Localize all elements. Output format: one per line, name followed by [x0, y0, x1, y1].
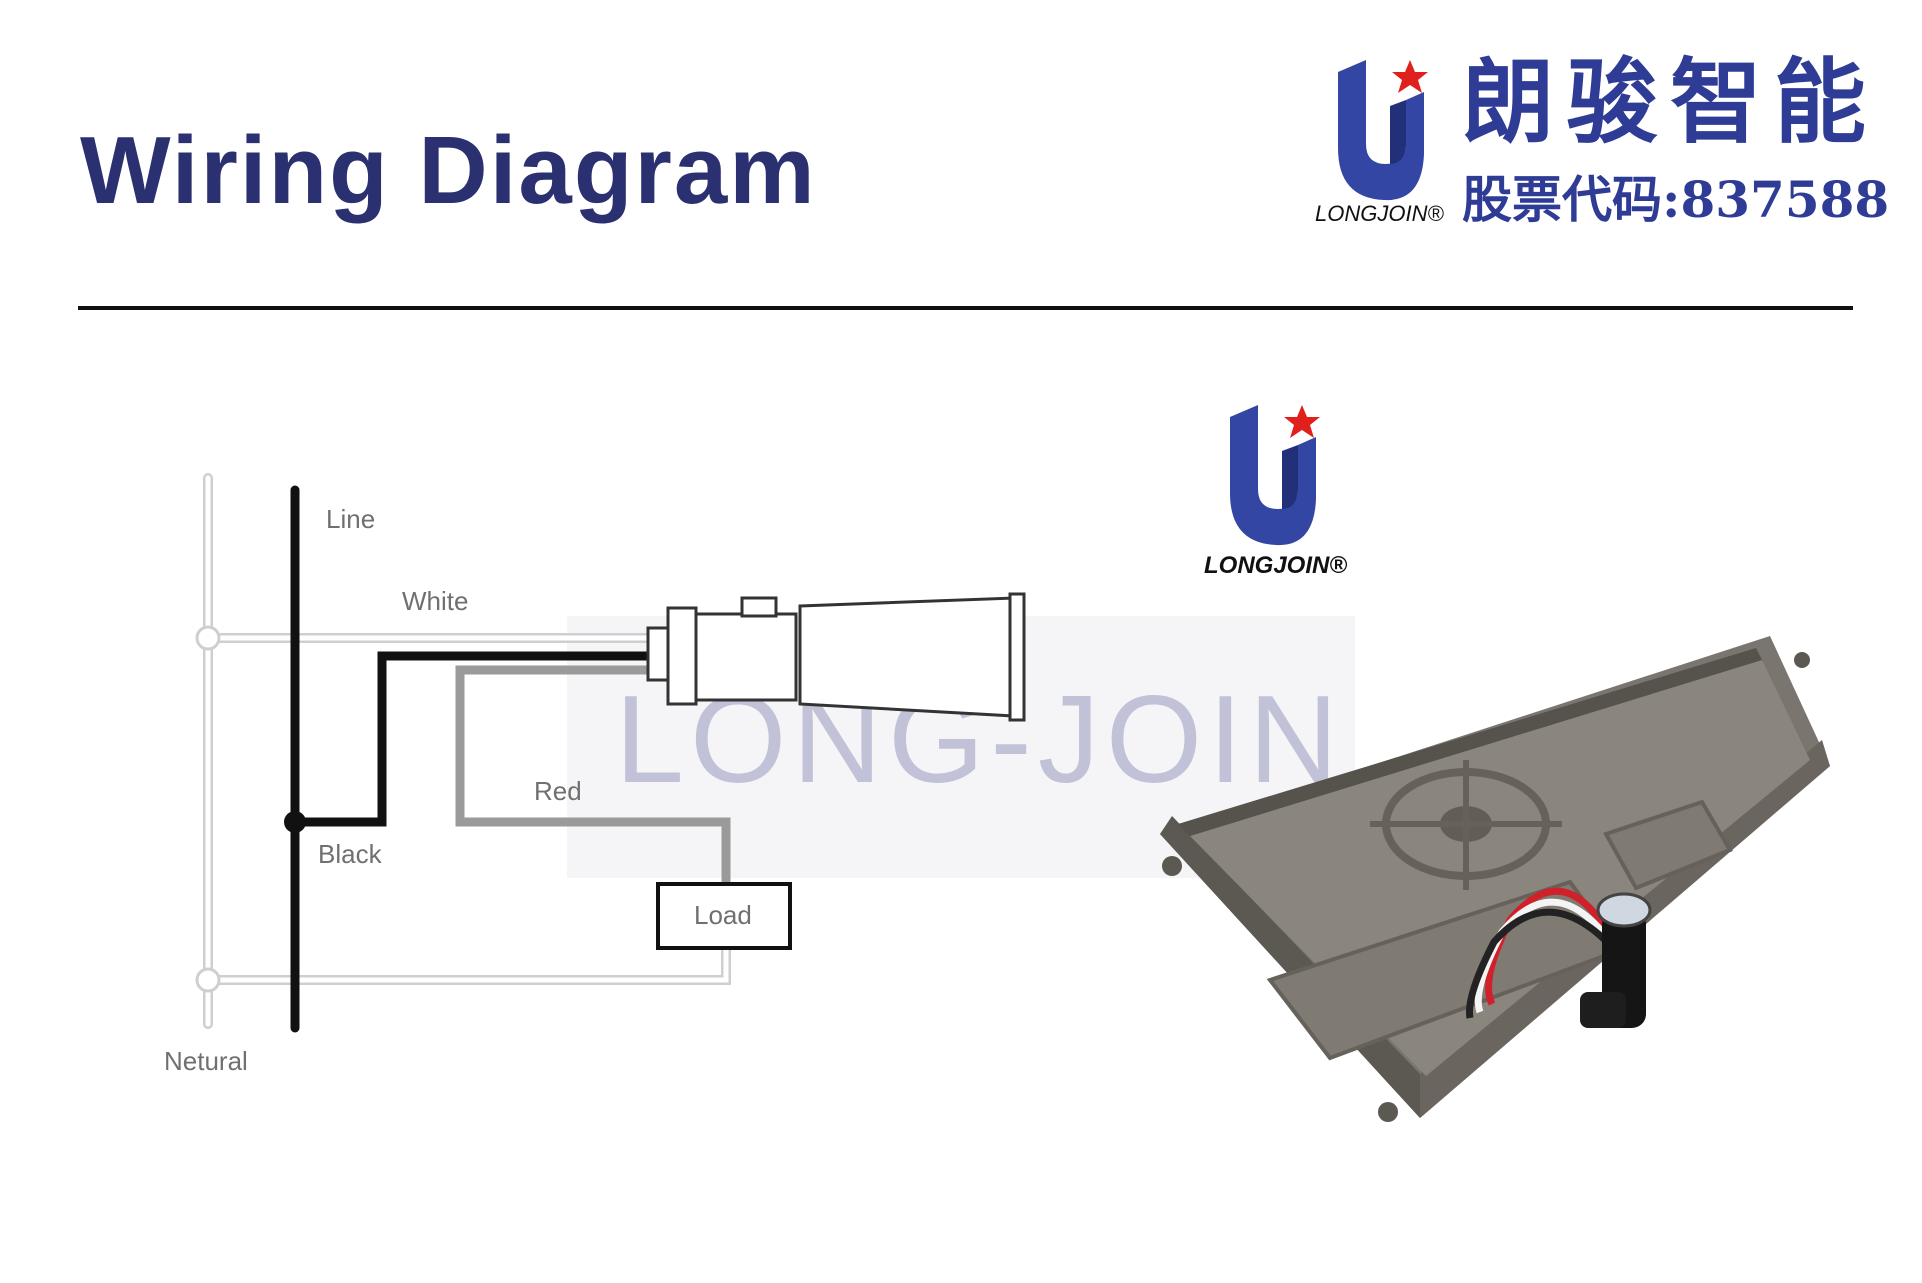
black-wire: [295, 651, 648, 827]
label-black: Black: [318, 839, 383, 869]
longjoin-logo-icon: [1338, 60, 1428, 201]
logo-wordmark: LONGJOIN®: [1315, 201, 1444, 226]
label-red: Red: [534, 776, 582, 806]
header-divider: [78, 306, 1853, 310]
junction-dot: [284, 811, 306, 833]
label-white: White: [402, 586, 468, 616]
page-title: Wiring Diagram: [80, 117, 817, 224]
stock-code: 股票代码:837588: [1462, 170, 1890, 229]
enclosure-product-image: [1160, 636, 1830, 1122]
red-wire: [455, 665, 731, 884]
brand-name: 朗骏智能: [1462, 48, 1879, 156]
label-load: Load: [694, 900, 752, 930]
longjoin-logo-icon: [1230, 405, 1320, 546]
label-line: Line: [326, 504, 375, 534]
load-box: [656, 882, 792, 950]
junction-dot: [195, 625, 221, 651]
logo-wordmark: LONGJOIN®: [1204, 552, 1348, 579]
neutral-return-wire: [208, 938, 731, 985]
junction-dot: [195, 967, 221, 993]
label-neutral: Netural: [164, 1046, 248, 1076]
photocell-icon: [646, 592, 1026, 722]
